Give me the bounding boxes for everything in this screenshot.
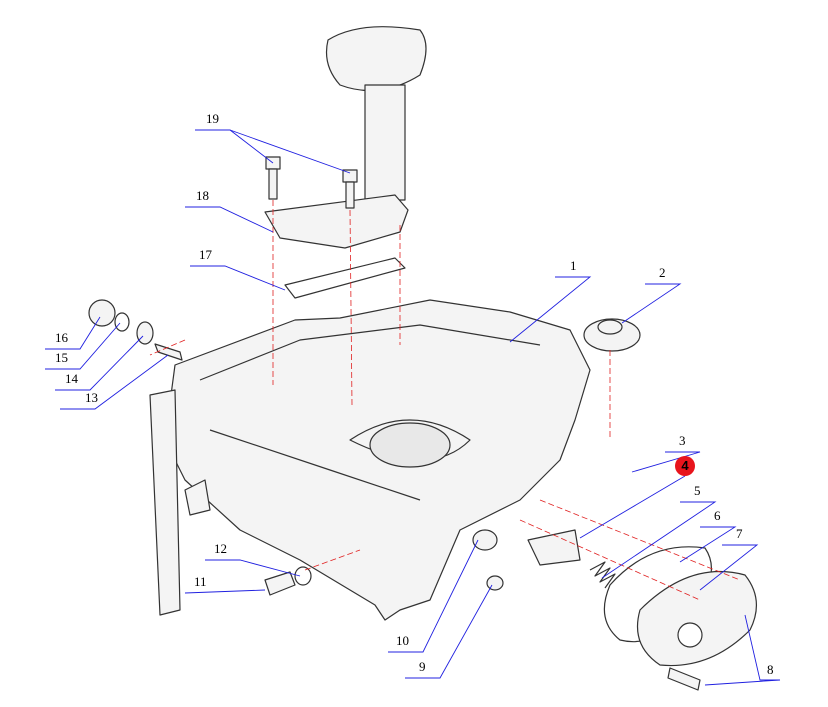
callout-13: 13 <box>85 390 98 405</box>
callout-19: 19 <box>206 111 219 126</box>
callout-9: 9 <box>419 659 426 674</box>
callout-16: 16 <box>55 330 68 345</box>
cover-part-7 <box>636 570 757 667</box>
callout-8: 8 <box>767 662 774 677</box>
callout-5: 5 <box>694 483 701 498</box>
housing-bore <box>369 422 451 468</box>
housing-side-pipe <box>149 389 181 616</box>
seal-part-10 <box>472 529 498 551</box>
oring-part-15 <box>114 312 130 332</box>
flange-part-18 <box>264 194 409 249</box>
washer-part-12 <box>294 566 312 586</box>
housing-body <box>164 299 591 621</box>
dipstick-tube <box>364 84 406 201</box>
valve-part-4 <box>527 529 581 566</box>
callout-17: 17 <box>199 247 212 262</box>
callout-4-highlighted: 4 <box>675 456 695 476</box>
washer-part-14 <box>136 321 154 345</box>
leader-lines <box>45 129 781 686</box>
callout-10: 10 <box>396 633 409 648</box>
plug-part-9 <box>486 575 504 591</box>
callout-12: 12 <box>214 541 227 556</box>
callout-3: 3 <box>679 433 686 448</box>
bolt-part-8 <box>667 667 701 691</box>
callout-14: 14 <box>65 371 78 386</box>
spring-part-5 <box>589 561 616 589</box>
callout-7: 7 <box>736 526 743 541</box>
bolt-part-19b <box>342 169 358 183</box>
gasket-part-17 <box>284 257 406 299</box>
callout-15: 15 <box>55 350 68 365</box>
callout-6: 6 <box>714 508 721 523</box>
bolt-part-13 <box>154 343 183 361</box>
dipstick-cap <box>325 26 427 92</box>
callout-11: 11 <box>194 574 207 589</box>
projection-lines <box>149 200 741 601</box>
cap-part-16 <box>88 299 116 327</box>
callout-18: 18 <box>196 188 209 203</box>
callout-2: 2 <box>659 265 666 280</box>
bolt-part-11 <box>264 571 296 596</box>
callout-1: 1 <box>570 258 577 273</box>
housing-elbow <box>184 479 211 516</box>
